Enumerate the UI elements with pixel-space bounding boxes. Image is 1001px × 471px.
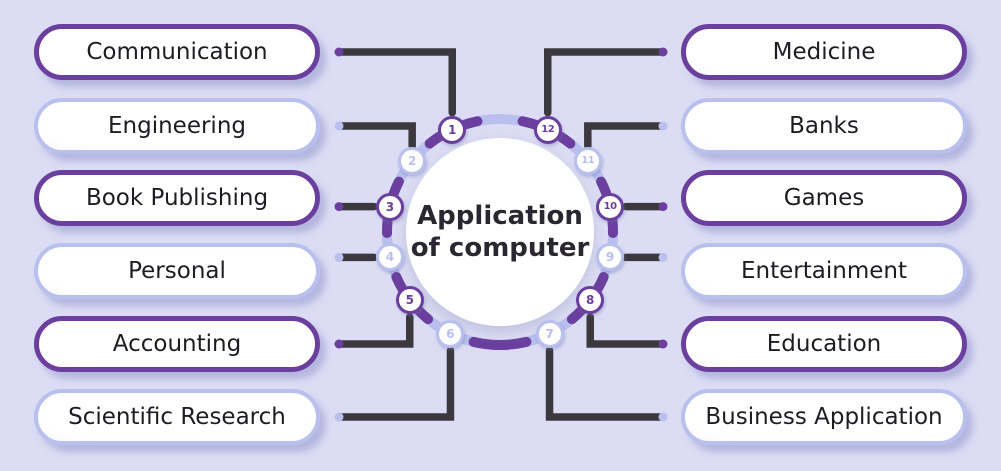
category-label: Games xyxy=(783,185,865,211)
connector-dot-book-publishing xyxy=(334,202,344,212)
connector-dot-communication xyxy=(334,47,344,57)
node-badge-10: 10 xyxy=(596,192,625,221)
node-badge-3: 3 xyxy=(375,192,404,221)
center-circle: Application of computer xyxy=(406,138,594,326)
connector-dot-accounting xyxy=(334,339,344,349)
category-label: Scientific Research xyxy=(68,404,286,430)
connector-dot-scientific-research xyxy=(334,412,344,422)
node-badge-2: 2 xyxy=(398,146,427,175)
node-badge-6: 6 xyxy=(436,319,465,348)
connector-line-education xyxy=(586,313,667,348)
category-pill-games: Games xyxy=(681,170,967,226)
category-pill-communication: Communication xyxy=(34,24,320,80)
category-pill-education: Education xyxy=(681,316,967,372)
category-label: Business Application xyxy=(705,404,943,430)
connector-line-medicine xyxy=(544,48,667,117)
category-pill-engineering: Engineering xyxy=(34,98,320,154)
category-label: Medicine xyxy=(772,39,876,65)
category-label: Banks xyxy=(789,113,859,139)
category-pill-book-publishing: Book Publishing xyxy=(34,170,320,226)
category-label: Communication xyxy=(86,39,268,65)
category-pill-scientific-research: Scientific Research xyxy=(34,389,320,445)
connector-dot-personal xyxy=(334,252,344,262)
connector-dot-medicine xyxy=(658,47,668,57)
node-badge-4: 4 xyxy=(375,243,404,272)
connector-line-scientific-research xyxy=(335,346,455,421)
node-badge-9: 9 xyxy=(596,243,625,272)
node-badge-12: 12 xyxy=(533,115,562,144)
category-label: Entertainment xyxy=(741,258,907,284)
category-pill-personal: Personal xyxy=(34,243,320,299)
connector-dot-entertainment xyxy=(658,252,668,262)
connector-line-banks xyxy=(584,122,667,150)
connector-dot-engineering xyxy=(334,121,344,131)
connector-dot-education xyxy=(658,339,668,349)
connector-dot-banks xyxy=(658,121,668,131)
connector-line-accounting xyxy=(335,313,414,348)
category-pill-accounting: Accounting xyxy=(34,316,320,372)
node-badge-5: 5 xyxy=(395,286,424,314)
node-badge-1: 1 xyxy=(438,115,467,144)
category-pill-banks: Banks xyxy=(681,98,967,154)
connector-line-communication xyxy=(335,48,456,117)
category-label: Book Publishing xyxy=(85,185,269,211)
category-label: Accounting xyxy=(112,331,242,357)
title-line-1: Application xyxy=(417,201,583,231)
connector-dot-business-application xyxy=(658,412,668,422)
connector-line-business-application xyxy=(545,346,667,421)
category-pill-business-application: Business Application xyxy=(681,389,967,445)
node-badge-11: 11 xyxy=(573,146,602,175)
node-badge-8: 8 xyxy=(576,286,605,314)
ring-dash xyxy=(468,336,532,350)
node-badge-7: 7 xyxy=(535,319,564,348)
title-line-2: of computer xyxy=(410,233,590,263)
category-pill-medicine: Medicine xyxy=(681,24,967,80)
connector-dot-games xyxy=(658,202,668,212)
category-label: Engineering xyxy=(108,113,246,139)
connector-line-engineering xyxy=(335,122,416,150)
category-label: Personal xyxy=(128,258,226,284)
diagram-title: Application of computer xyxy=(411,200,590,264)
category-pill-entertainment: Entertainment xyxy=(681,243,967,299)
category-label: Education xyxy=(766,331,882,357)
